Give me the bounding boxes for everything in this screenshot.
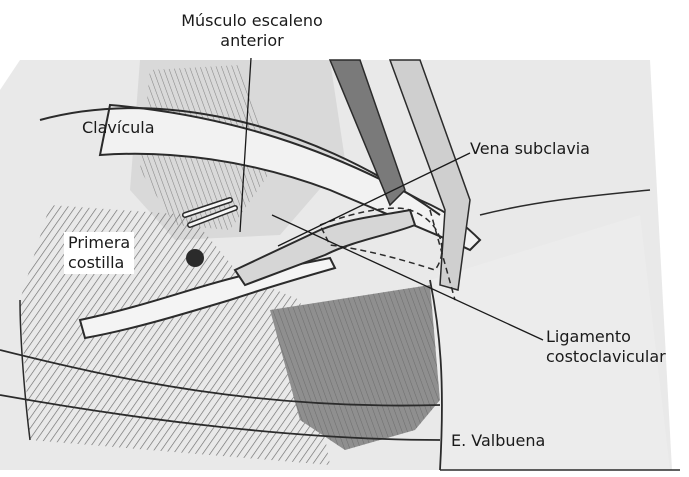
label-subclavian-vein: Vena subclavia [470,139,590,159]
label-costoclavicular-ligament: Ligamento costoclavicular [546,327,666,367]
label-clavicle: Clavícula [82,118,155,138]
signature: E. Valbuena [451,431,545,451]
label-first-rib: Primera costilla [64,232,134,274]
label-scalene-muscle: Músculo escaleno anterior [172,11,332,51]
